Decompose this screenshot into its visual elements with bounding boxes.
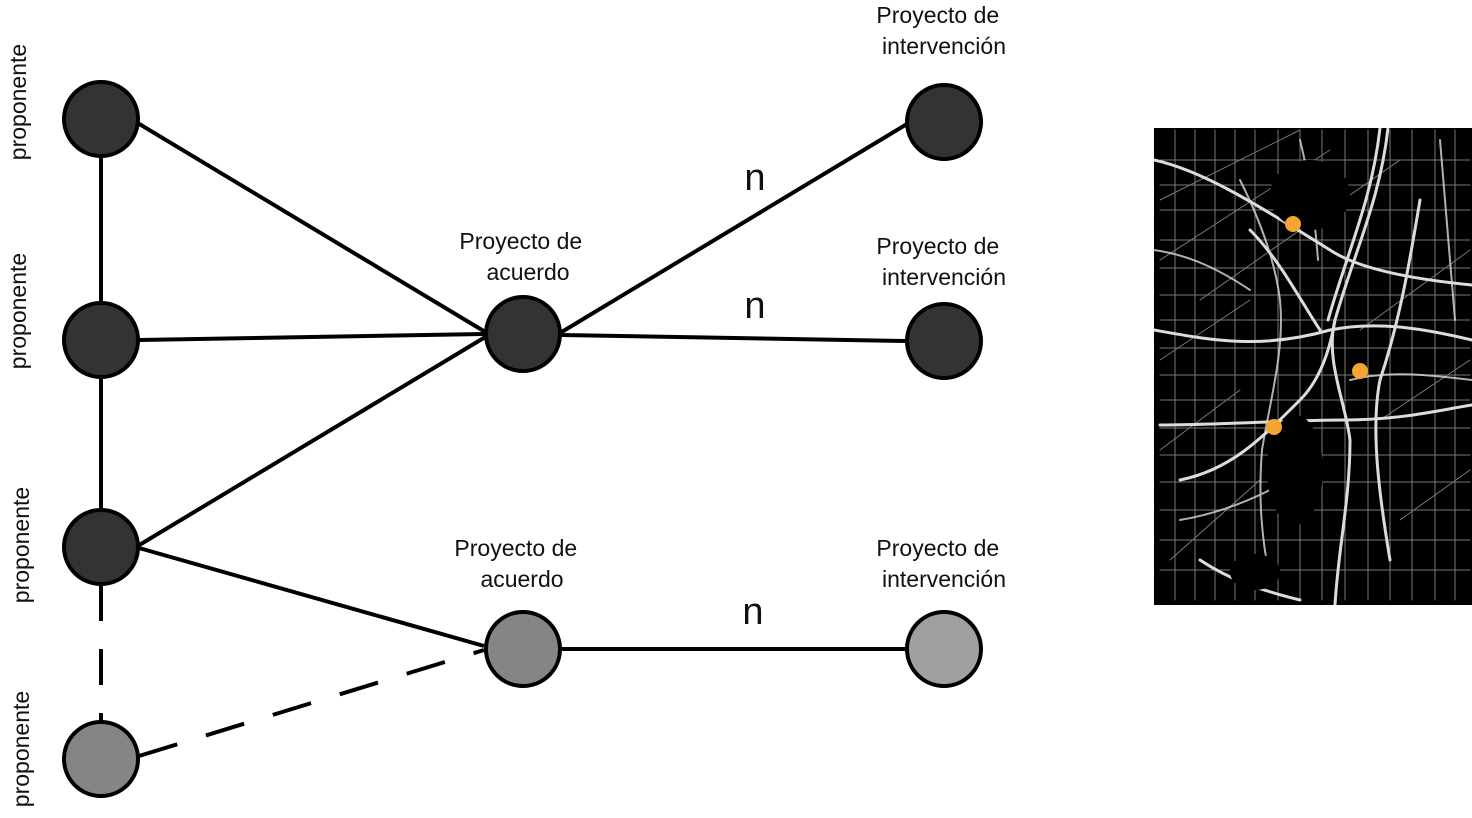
proponent-label-2: proponente [5,253,31,369]
agreement-label-1: Proyecto de acuerdo [459,228,588,285]
intervention-label-3-line2: intervención [882,566,1006,592]
proponent-label-3: proponente [8,487,34,603]
map-marker-3 [1266,419,1282,435]
agreement-label-1-line2: acuerdo [486,259,569,285]
intervention-label-1: Proyecto de intervención [876,2,1006,59]
map-marker-1 [1285,216,1301,232]
proponent-node-3 [62,508,140,586]
agreement-label-2-line2: acuerdo [480,566,563,592]
intervention-label-3-line1: Proyecto de [876,535,999,561]
intervention-node-1 [905,83,983,161]
intervention-label-2: Proyecto de intervención [876,233,1006,290]
intervention-node-2 [905,302,983,380]
proponent-labels: proponente proponente proponente propone… [5,44,34,807]
proponent-node-1 [62,80,140,158]
proponent-label-4: proponente [8,691,34,807]
agreement-label-2: Proyecto de acuerdo [454,535,583,592]
map-main-roads [1154,128,1472,605]
multiplicity-label-2: n [744,285,765,327]
intervention-label-1-line2: intervención [882,33,1006,59]
agreement-label-2-line1: Proyecto de [454,535,577,561]
intervention-label-3: Proyecto de intervención [876,535,1006,592]
edge-prop3-agreement2 [138,546,485,648]
edge-agreement1-intervention2 [560,333,907,343]
agreement-node-1 [484,295,562,373]
edge-prop3-agreement1 [134,334,489,549]
intervention-label-2-line2: intervención [882,264,1006,290]
map-road-grid [1159,129,1471,601]
edge-prop4-agreement2-dashed [138,648,485,758]
city-road-map-icon [1154,128,1472,605]
intervention-node-3 [905,610,983,688]
map-parks [1230,160,1350,590]
intervention-label-1-line1: Proyecto de [876,2,999,28]
edge-prop1-agreement1 [134,120,489,335]
node-labels: Proyecto de acuerdo Proyecto de acuerdo … [454,2,1006,592]
multiplicity-labels: n n n [742,157,765,633]
proponent-label-1: proponente [5,44,31,160]
map-markers [1266,216,1368,435]
multiplicity-label-3: n [742,591,763,633]
map-marker-2 [1352,363,1368,379]
intervention-label-2-line1: Proyecto de [876,233,999,259]
multiplicity-label-1: n [744,157,765,199]
proponent-node-2 [62,301,140,379]
agreement-node-2 [484,610,562,688]
nodes [62,80,983,798]
edges [99,120,909,758]
agreement-label-1-line1: Proyecto de [459,228,582,254]
edge-prop2-agreement1 [138,332,485,342]
proponent-node-4 [62,720,140,798]
edge-agreement1-intervention1 [558,122,909,335]
